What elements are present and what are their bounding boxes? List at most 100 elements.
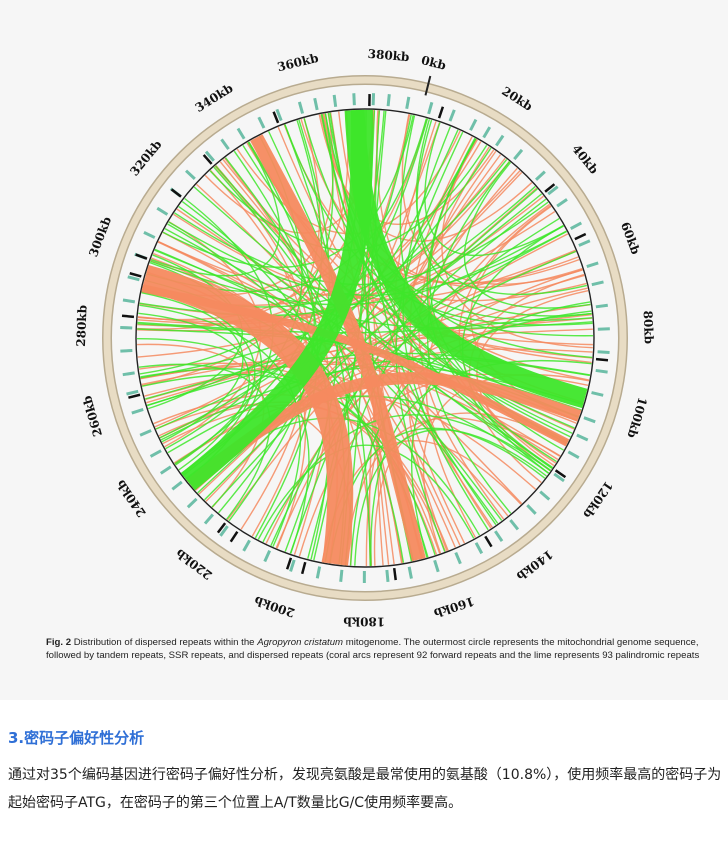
palindromic-repeat-arc [395, 131, 464, 552]
ssr-repeat-tick [591, 280, 604, 287]
section-heading: 3.密码子偏好性分析 [8, 729, 145, 747]
tandem-repeat-marker [128, 393, 141, 399]
tandem-repeat-marker [170, 188, 182, 198]
ssr-repeat-tick [547, 185, 559, 196]
palindromic-repeat-arc [168, 221, 567, 296]
caption-species: Agropyron cristatum [257, 637, 344, 648]
ssr-repeat-tick [583, 416, 596, 424]
ssr-repeat-tick [159, 465, 172, 475]
scale-label: 60kb [618, 220, 643, 256]
ssr-repeat-tick [448, 109, 456, 122]
ssr-repeat-tick [567, 450, 580, 459]
ssr-repeat-tick [297, 101, 305, 114]
circos-plot: 0kb20kb40kb60kb80kb100kb120kb140kb160kb1… [74, 47, 656, 629]
scale-label: 260kb [80, 394, 105, 438]
forward-repeat-arc [196, 183, 403, 564]
ssr-repeat-tick [120, 349, 133, 353]
ssr-repeat-tick [509, 519, 520, 531]
ssr-repeat-tick [263, 549, 272, 563]
ssr-repeat-tick [553, 472, 565, 483]
palindromic-repeat-arc [354, 429, 547, 566]
tandem-repeat-marker [121, 314, 135, 319]
ssr-repeat-tick [352, 93, 356, 106]
scale-label: 220kb [173, 546, 215, 582]
ssr-repeat-tick [186, 497, 198, 509]
palindromic-repeat-arc [147, 254, 243, 410]
ssr-repeat-tick [556, 198, 568, 208]
palindromic-repeat-arc [154, 249, 593, 329]
tandem-repeat-marker [595, 357, 609, 362]
figure-label: Fig. 2 [46, 637, 72, 648]
ssr-repeat-tick [535, 170, 546, 181]
ssr-repeat-tick [570, 221, 583, 230]
palindromic-repeat-arc [141, 292, 244, 443]
palindromic-repeat-arc [154, 248, 499, 524]
palindromic-repeat-arc [174, 201, 549, 286]
ssr-repeat-tick [120, 325, 133, 330]
tandem-repeat-marker [544, 183, 556, 193]
caption-text-before: Distribution of dispersed repeats within… [73, 637, 258, 648]
tandem-repeat-marker [574, 232, 587, 241]
scale-label: 280kb [74, 305, 90, 347]
tandem-repeat-marker [202, 154, 213, 165]
ssr-repeat-tick [185, 169, 196, 180]
scale-label: 0kb [420, 53, 448, 73]
ssr-repeat-tick [482, 126, 492, 139]
ssr-repeat-tick [139, 429, 152, 437]
scale-label: 20kb [499, 84, 535, 114]
ssr-repeat-tick [385, 569, 390, 583]
scale-label: 240kb [114, 477, 149, 519]
palindromic-repeat-arc [203, 188, 538, 501]
ssr-repeat-tick [257, 116, 266, 129]
ssr-repeat-tick [219, 525, 229, 537]
ssr-repeat-tick [454, 552, 462, 565]
palindromic-repeat-arc [174, 120, 323, 465]
palindromic-repeat-arc [150, 141, 281, 277]
ssr-repeat-tick [407, 566, 413, 579]
tandem-repeat-marker [229, 531, 239, 543]
ssr-repeat-tick [156, 206, 169, 216]
caption-text-after: mitogenome. The outermost circle represe… [46, 637, 700, 662]
scale-label: 380kb [367, 47, 410, 64]
scale-label: 40kb [569, 142, 601, 177]
tandem-repeat-marker [285, 557, 293, 570]
palindromic-repeat-arc [137, 312, 592, 334]
ssr-repeat-tick [469, 118, 478, 131]
ssr-repeat-tick [433, 559, 440, 573]
scale-label: 300kb [86, 215, 114, 259]
forward-repeat-arc [209, 169, 308, 530]
scale-label: 100kb [625, 396, 650, 440]
tandem-repeat-marker [554, 469, 567, 479]
palindromic-repeat-arc [463, 162, 591, 309]
tandem-repeat-marker [484, 535, 493, 548]
palindromic-repeat-arc [321, 113, 573, 434]
palindromic-repeat-arc [139, 113, 334, 375]
tandem-repeat-marker [272, 111, 280, 124]
scale-label: 160kb [432, 594, 476, 620]
palindromic-repeat-arc [416, 119, 592, 317]
scale-label: 140kb [514, 547, 556, 583]
ssr-repeat-tick [591, 391, 604, 397]
inner-track-circle [135, 108, 595, 568]
ssr-repeat-tick [339, 569, 344, 582]
genome-ring [103, 76, 627, 600]
ssr-repeat-tick [578, 239, 591, 247]
tandem-repeat-marker [437, 106, 445, 119]
ssr-repeat-tick [494, 530, 504, 542]
tandem-repeat-marker [135, 253, 148, 260]
ssr-repeat-tick [171, 480, 183, 491]
ssr-repeat-tick [203, 513, 214, 525]
ssr-repeat-tick [405, 96, 411, 110]
ssr-repeat-tick [576, 433, 589, 442]
genome-start-marker [424, 75, 432, 96]
ssr-repeat-tick [126, 389, 139, 396]
palindromic-repeat-band [181, 109, 374, 491]
forward-repeat-arc [140, 365, 509, 517]
scale-label: 80kb [641, 310, 656, 344]
palindromic-repeat-arc [138, 312, 250, 471]
scale-label: 340kb [193, 81, 236, 115]
ssr-repeat-tick [595, 368, 608, 374]
section-body-text: 通过对35个编码基因进行密码子偏好性分析，发现亮氨酸是最常使用的氨基酸（10.8… [8, 767, 722, 811]
ssr-repeat-tick [332, 94, 338, 108]
forward-repeat-band [141, 284, 570, 447]
